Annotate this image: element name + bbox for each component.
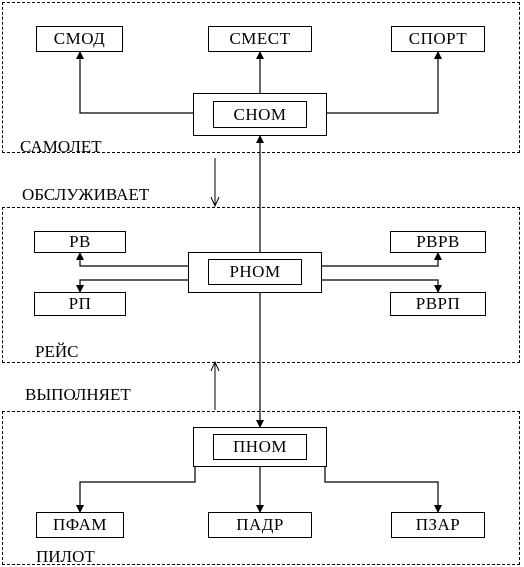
entity-rp: РП <box>34 292 126 316</box>
group-pilot <box>2 411 520 565</box>
entity-padr-label: ПАДР <box>236 515 284 534</box>
entity-rv: РВ <box>34 231 126 253</box>
entity-rp-label: РП <box>68 294 92 313</box>
samolet-links <box>76 51 442 114</box>
entity-smod: СМОД <box>36 26 123 52</box>
entity-smod-label: СМОД <box>53 29 106 48</box>
entity-pnom: ПНОМ <box>213 434 307 460</box>
entity-rvrv: РВРВ <box>390 231 486 253</box>
entity-rvrp: РВРП <box>390 292 486 316</box>
entity-rvrp-label: РВРП <box>415 294 461 313</box>
entity-smest-label: СМЕСТ <box>229 29 291 48</box>
entity-pnom-label: ПНОМ <box>233 437 287 456</box>
entity-pzar-label: ПЗАР <box>415 515 461 534</box>
entity-padr: ПАДР <box>208 512 312 538</box>
entity-sport-label: СПОРТ <box>408 29 468 48</box>
entity-rvrv-label: РВРВ <box>416 232 460 251</box>
entity-pzar: ПЗАР <box>391 512 485 538</box>
entity-rnom: РНОМ <box>208 259 302 285</box>
group-samolet <box>2 2 520 153</box>
group-label-reis: РЕЙС <box>35 342 79 361</box>
relation-label-vypolnyaet: ВЫПОЛНЯЕТ <box>25 385 131 404</box>
entity-rv-label: РВ <box>69 232 91 251</box>
group-reis <box>2 207 520 363</box>
entity-smest: СМЕСТ <box>208 26 312 52</box>
entity-snom-label: СНОМ <box>233 104 287 124</box>
group-label-pilot: ПИЛОТ <box>36 547 95 566</box>
relation-label-obsluzhivaet: ОБСЛУЖИВАЕТ <box>22 185 150 204</box>
pilot-links <box>76 467 442 513</box>
entity-pfam: ПФАМ <box>36 512 124 538</box>
entity-snom: СНОМ <box>213 101 307 128</box>
entity-pfam-label: ПФАМ <box>52 515 108 534</box>
entity-sport: СПОРТ <box>391 26 485 52</box>
reis-links <box>76 252 442 293</box>
entity-rnom-label: РНОМ <box>229 262 281 281</box>
group-label-samolet: САМОЛЕТ <box>20 137 102 156</box>
